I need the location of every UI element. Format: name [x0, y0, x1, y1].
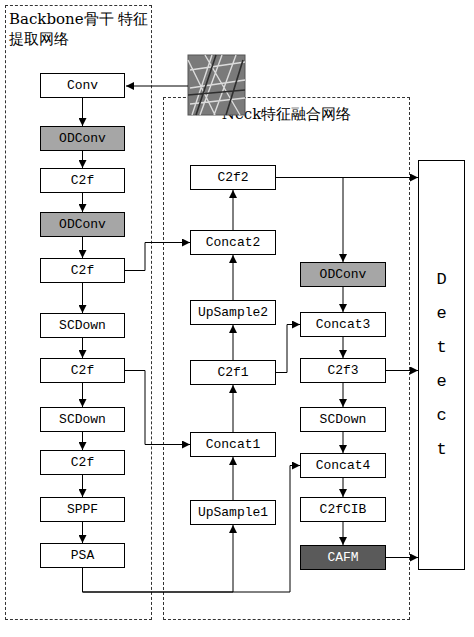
flow-arrow — [233, 255, 234, 300]
flow-arrow — [343, 287, 344, 312]
layer-label: SCDown — [320, 412, 367, 427]
flow-arrow — [82, 522, 83, 543]
flow-arrow — [82, 98, 83, 126]
layer-box: C2f2 — [190, 165, 276, 190]
layer-box: Concat4 — [300, 453, 386, 478]
flow-arrow — [233, 457, 234, 500]
flow-arrow — [343, 432, 344, 453]
layer-label: ODConv — [59, 217, 106, 232]
layer-label: UpSample2 — [198, 305, 268, 320]
layer-label: C2f — [71, 173, 94, 188]
flow-arrow — [82, 193, 83, 212]
layer-label: PSA — [71, 548, 94, 563]
layer-box: Concat2 — [190, 230, 276, 255]
layer-box: ODConv — [40, 212, 125, 237]
layer-label: UpSample1 — [198, 505, 268, 520]
layer-label: Concat2 — [206, 235, 261, 250]
layer-box: Concat1 — [190, 432, 276, 457]
group-title: Backbone骨干 特征提取网络 — [9, 9, 149, 49]
flow-arrow — [343, 478, 344, 497]
flow-arrow — [233, 325, 234, 360]
flow-arrow — [343, 337, 344, 358]
layer-box: Concat3 — [300, 312, 386, 337]
layer-label: Concat3 — [316, 317, 371, 332]
layer-label: C2f1 — [217, 365, 248, 380]
flow-arrow — [125, 371, 190, 445]
layer-box: SPPF — [40, 497, 125, 522]
input-arrow — [126, 86, 188, 87]
layer-label: Concat4 — [316, 458, 371, 473]
layer-box: SCDown — [40, 313, 125, 338]
layer-label: Conv — [67, 78, 98, 93]
layer-box: CAFM — [300, 545, 386, 570]
layer-label: SPPF — [67, 502, 98, 517]
flow-arrow — [386, 557, 418, 558]
layer-box: C2f — [40, 358, 125, 383]
flow-arrow — [343, 522, 344, 545]
layer-box: C2f — [40, 258, 125, 283]
network-group: Backbone骨干 特征提取网络ConvODConvC2fODConvC2fS… — [5, 5, 152, 620]
flow-arrow — [276, 177, 418, 178]
layer-box: UpSample1 — [190, 500, 276, 525]
flow-arrow — [343, 383, 344, 407]
flow-arrow — [82, 383, 83, 407]
layer-box: C2fCIB — [300, 497, 386, 522]
layer-box: C2f3 — [300, 358, 386, 383]
flow-arrow — [125, 243, 190, 271]
layer-label: CAFM — [327, 550, 358, 565]
layer-label: ODConv — [320, 267, 367, 282]
flow-arrow — [82, 475, 83, 497]
network-group: Neck特征融合网络C2f2Concat2UpSample2C2f1Concat… — [163, 97, 410, 620]
flow-arrow — [276, 325, 300, 373]
layer-box: UpSample2 — [190, 300, 276, 325]
layer-box: C2f1 — [190, 360, 276, 385]
layer-label: C2f2 — [217, 170, 248, 185]
layer-box: SCDown — [40, 407, 125, 432]
layer-label: C2fCIB — [320, 502, 367, 517]
layer-label: Detect — [436, 263, 446, 467]
flow-arrow — [82, 237, 83, 258]
layer-box: SCDown — [300, 407, 386, 432]
layer-box: PSA — [40, 543, 125, 568]
flow-arrow — [82, 283, 83, 313]
layer-box: ODConv — [40, 126, 125, 151]
group-title: Neck特征融合网络 — [164, 104, 409, 124]
layer-box: C2f — [40, 168, 125, 193]
layer-label: SCDown — [59, 412, 106, 427]
layer-label: ODConv — [59, 131, 106, 146]
layer-label: C2f — [71, 363, 94, 378]
layer-label: SCDown — [59, 318, 106, 333]
flow-arrow — [82, 338, 83, 358]
layer-label: C2f — [71, 455, 94, 470]
detect-head: Detect — [418, 160, 465, 570]
flow-arrow — [233, 190, 234, 230]
flow-arrow — [83, 466, 301, 593]
layer-box: Conv — [40, 73, 125, 98]
layer-label: C2f3 — [327, 363, 358, 378]
flow-arrow — [276, 178, 343, 263]
layer-box: ODConv — [300, 262, 386, 287]
flow-arrow — [233, 385, 234, 432]
layer-label: C2f — [71, 263, 94, 278]
layer-box: C2f — [40, 450, 125, 475]
flow-arrow — [82, 151, 83, 168]
flow-arrow — [82, 432, 83, 450]
layer-label: Concat1 — [206, 437, 261, 452]
flow-arrow — [386, 370, 418, 371]
